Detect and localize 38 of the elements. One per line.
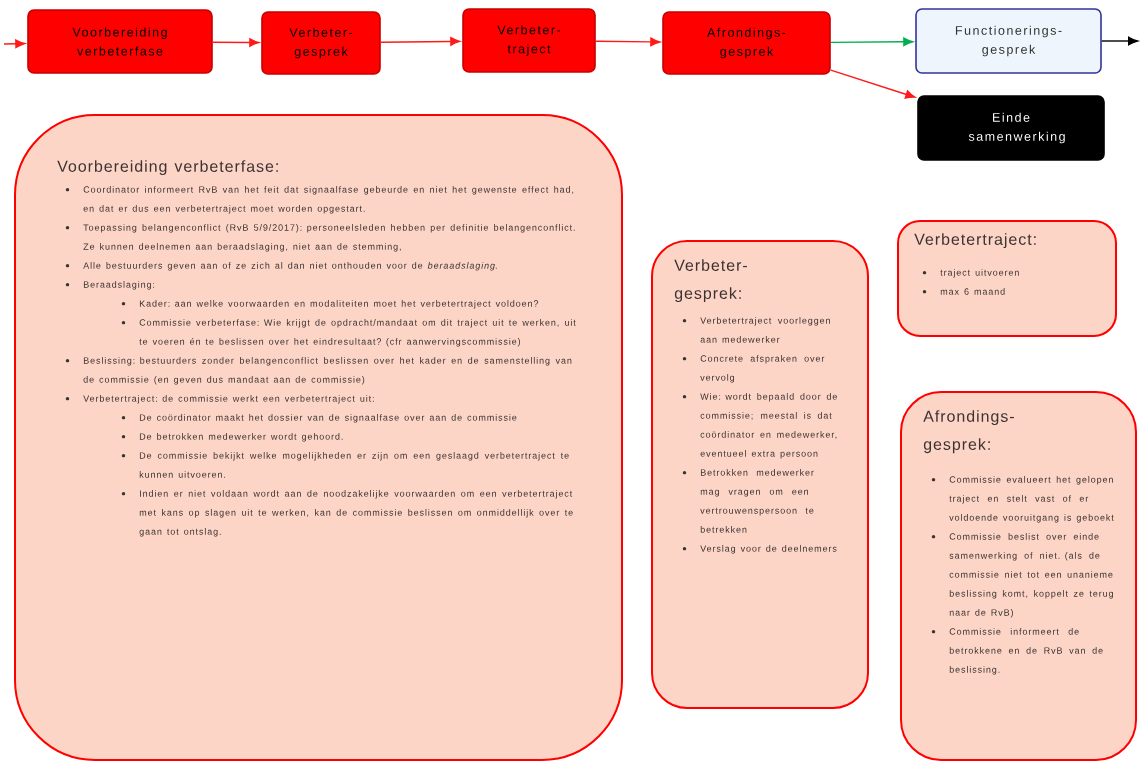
bullet-item: De commissie bekijkt welke mogelijkheden er zijn om een geslaagd verbetertraject te kunnen uitvoeren. (121, 452, 569, 478)
bullet-item: De betrokken medewerker wordt gehoord. (121, 433, 343, 442)
bullet-item: Verbetertraject: de commissie werkt een verbetertraject uit: (65, 395, 374, 404)
process-box: Voorbereiding verbeterfase (27, 9, 213, 74)
process-box: Einde samenwerking (917, 95, 1105, 161)
bullet-item: Indien er niet voldaan wordt aan de noodzakelijke voorwaarden om een verbetertraject met kans op slagen uit te werken, kan de commissie beslissen om onmiddellijk over te gaan tot ontslag. (121, 490, 573, 537)
arrow (212, 38, 260, 47)
bullet-item: Coordinator informeert RvB van het feit dat signaalfase gebeurde en niet het gewenste effect had, en dat er dus een verbetertraject moet worden opgestart. (65, 186, 574, 214)
process-box: Functionerings- gesprek (915, 8, 1102, 74)
bullet-item: Verbetertraject voorleggen aan medewerker (682, 317, 830, 343)
arrow (830, 37, 914, 47)
bullet-item: Beraadslaging: (65, 281, 155, 290)
bullet-item: traject uitvoeren (922, 269, 1019, 278)
process-box: Verbeter- gesprek (261, 11, 381, 75)
arrow (830, 69, 916, 99)
bullet-item: Beslissing: bestuurders zonder belangenconflict beslissen over het kader en de samenstelling van de commissie (en geven dus mandaat aan de commissie) (65, 357, 572, 385)
process-box: Afrondings- gesprek (662, 11, 831, 75)
bullet-item: Wie: wordt bepaald door de commissie; meestal is dat coördinator en medewerker, eventueel extra persoon (682, 393, 837, 459)
card-heading: Voorbereiding verbeterfase: (57, 160, 278, 176)
process-box: Verbeter- traject (462, 8, 596, 73)
bullet-item: Betrokken medewerker mag vragen om een vertrouwenspersoon te betrekken (682, 469, 814, 533)
arrow (595, 37, 661, 47)
card-heading: Verbetertraject: (914, 233, 1036, 249)
card-heading: Verbeter- gesprek: (674, 259, 747, 303)
arrow (380, 37, 461, 46)
arrow (1101, 36, 1139, 46)
bullet-item: Commissie verbeterfase: Wie krijgt de opdracht/mandaat om dit traject uit te werken, uit te voeren én te beslissen over het eindresultaat? (cfr aanwervingscommissie) (121, 319, 576, 347)
bullet-item: Commissie beslist over einde samenwerking of niet. (als de commissie niet tot een unanieme beslissing komt, koppelt ze terug naar de RvB) (931, 533, 1113, 618)
arrow (3, 39, 26, 49)
bullet-item: De coördinator maakt het dossier van de signaalfase over aan de commissie (121, 414, 517, 423)
bullet-item: Verslag voor de deelnemers (682, 545, 837, 554)
bullet-item: Concrete afspraken over vervolg (682, 355, 825, 383)
bullet-item: Commissie evalueert het gelopen traject en stelt vast of er voldoende vooruitgang is geboekt (931, 476, 1114, 523)
bullet-item: Alle bestuurders geven aan of ze zich al dan niet onthouden voor de beraadslaging. (65, 262, 497, 271)
bullet-item: Commissie informeert de betrokkene en de RvB van de beslissing. (931, 628, 1103, 675)
card-heading: Afrondings- gesprek: (923, 410, 1014, 454)
bullet-item: max 6 maand (922, 288, 1005, 295)
bullet-item: Kader: aan welke voorwaarden en modaliteiten moet het verbetertraject voldoen? (121, 300, 539, 309)
